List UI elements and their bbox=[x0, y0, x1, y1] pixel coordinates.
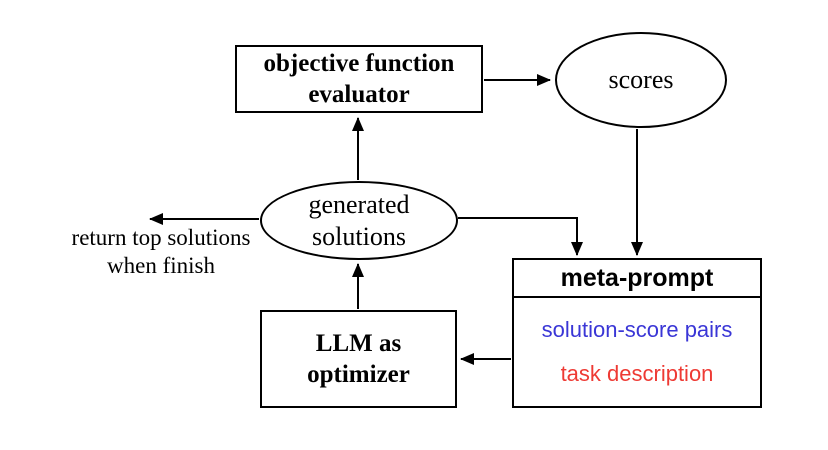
node-label: objective function bbox=[263, 50, 455, 77]
node-label: scores bbox=[608, 65, 674, 94]
node-label: solutions bbox=[312, 221, 406, 251]
node-label: evaluator bbox=[308, 81, 410, 108]
meta-prompt-field-task-description: task description bbox=[560, 361, 714, 386]
arrow-generated-solutions-to-meta-prompt bbox=[458, 217, 583, 256]
return-note-line1: return top solutions bbox=[71, 225, 251, 250]
node-objective-function-evaluator: objective function evaluator bbox=[235, 45, 483, 113]
return-note: return top solutions when finish bbox=[45, 224, 277, 280]
meta-prompt-field-solution-score-pairs: solution-score pairs bbox=[541, 317, 733, 342]
node-llm-as-optimizer: LLM as optimizer bbox=[260, 310, 457, 408]
node-meta-prompt: meta-prompt solution-score pairs task de… bbox=[512, 258, 762, 408]
meta-prompt-title: meta-prompt bbox=[514, 260, 760, 298]
node-label: LLM as bbox=[315, 330, 402, 357]
node-label: optimizer bbox=[307, 361, 410, 388]
meta-prompt-body: solution-score pairs task description bbox=[514, 298, 760, 406]
node-label: generated bbox=[308, 189, 410, 219]
node-generated-solutions: generated solutions bbox=[260, 181, 458, 260]
return-note-line2: when finish bbox=[107, 253, 215, 278]
node-scores: scores bbox=[555, 32, 727, 128]
